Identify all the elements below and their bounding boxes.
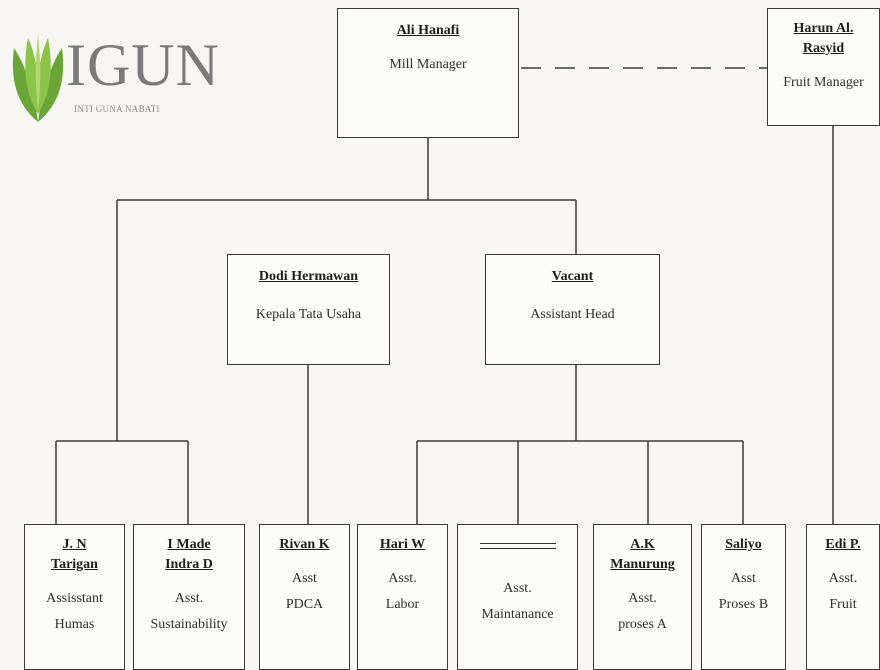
asst-pdca-box: Rivan K Asst PDCA [259,524,350,670]
asst-labor-name: Hari W [379,537,426,552]
leaf-logo-icon [12,34,64,122]
fruit-manager-role: Fruit Manager [783,75,864,90]
asst-proses-a-role-line2: proses A [618,617,667,632]
asst-fruit-name: Edi P. [825,537,861,552]
asst-fruit-box: Edi P. Asst. Fruit [806,524,880,670]
kepala-tata-usaha-name: Dodi Hermawan [258,269,359,284]
asst-proses-b-name: Saliyo [725,537,762,552]
asst-sustainability-role-line2: Sustainability [150,617,228,632]
asst-sustainability-name-line2: Indra D [165,557,213,572]
asst-sustainability-box: I Made Indra D Asst. Sustainability [133,524,245,670]
kepala-tata-usaha-role: Kepala Tata Usaha [255,307,362,322]
assistant-head-name: Vacant [551,269,594,284]
asst-proses-a-name-line1: A.K [630,537,655,552]
asst-humas-box: J. N Tarigan Assisstant Humas [24,524,125,670]
asst-fruit-role-line1: Asst. [828,571,858,586]
fruit-manager-name-line2: Rasyid [802,41,845,56]
asst-proses-a-name-line2: Manurung [610,557,675,572]
assistant-head-role: Assistant Head [530,307,615,322]
asst-maintanance-box: Asst. Maintanance [457,524,578,670]
fruit-manager-box: Harun Al. Rasyid Fruit Manager [767,8,880,126]
logo-tagline: INTI GUNA NABATI [74,104,160,114]
asst-proses-a-box: A.K Manurung Asst. proses A [593,524,692,670]
asst-proses-b-box: Saliyo Asst Proses B [701,524,786,670]
asst-sustainability-name-line1: I Made [167,537,211,552]
fruit-manager-name-line1: Harun Al. [793,21,854,36]
mill-manager-role: Mill Manager [389,57,467,72]
asst-humas-name-line1: J. N [62,537,87,552]
asst-pdca-role-line1: Asst [292,571,317,586]
assistant-head-box: Vacant Assistant Head [485,254,660,365]
asst-humas-role-line2: Humas [54,617,95,632]
asst-maintanance-role-line1: Asst. [503,581,532,596]
asst-sustainability-role-line1: Asst. [174,591,204,606]
kepala-tata-usaha-box: Dodi Hermawan Kepala Tata Usaha [227,254,390,365]
asst-pdca-name: Rivan K [279,537,330,552]
vacant-name-line [479,543,556,549]
asst-proses-b-role-line2: Proses B [718,597,769,612]
asst-proses-a-role-line1: Asst. [628,591,657,606]
asst-humas-role-line1: Assisstant [46,591,103,606]
mill-manager-box: Ali Hanafi Mill Manager [337,8,519,138]
company-logo: IGUN INTI GUNA NABATI [8,34,219,134]
mill-manager-name: Ali Hanafi [396,23,460,38]
asst-maintanance-role-line2: Maintanance [481,607,554,622]
asst-humas-name-line2: Tarigan [51,557,98,572]
asst-pdca-role-line2: PDCA [285,597,324,612]
asst-fruit-role-line2: Fruit [829,597,857,612]
asst-labor-role-line1: Asst. [388,571,417,586]
logo-wordmark: IGUN [66,32,220,98]
asst-labor-role-line2: Labor [385,597,420,612]
asst-proses-b-role-line1: Asst [731,571,756,586]
asst-labor-box: Hari W Asst. Labor [357,524,448,670]
